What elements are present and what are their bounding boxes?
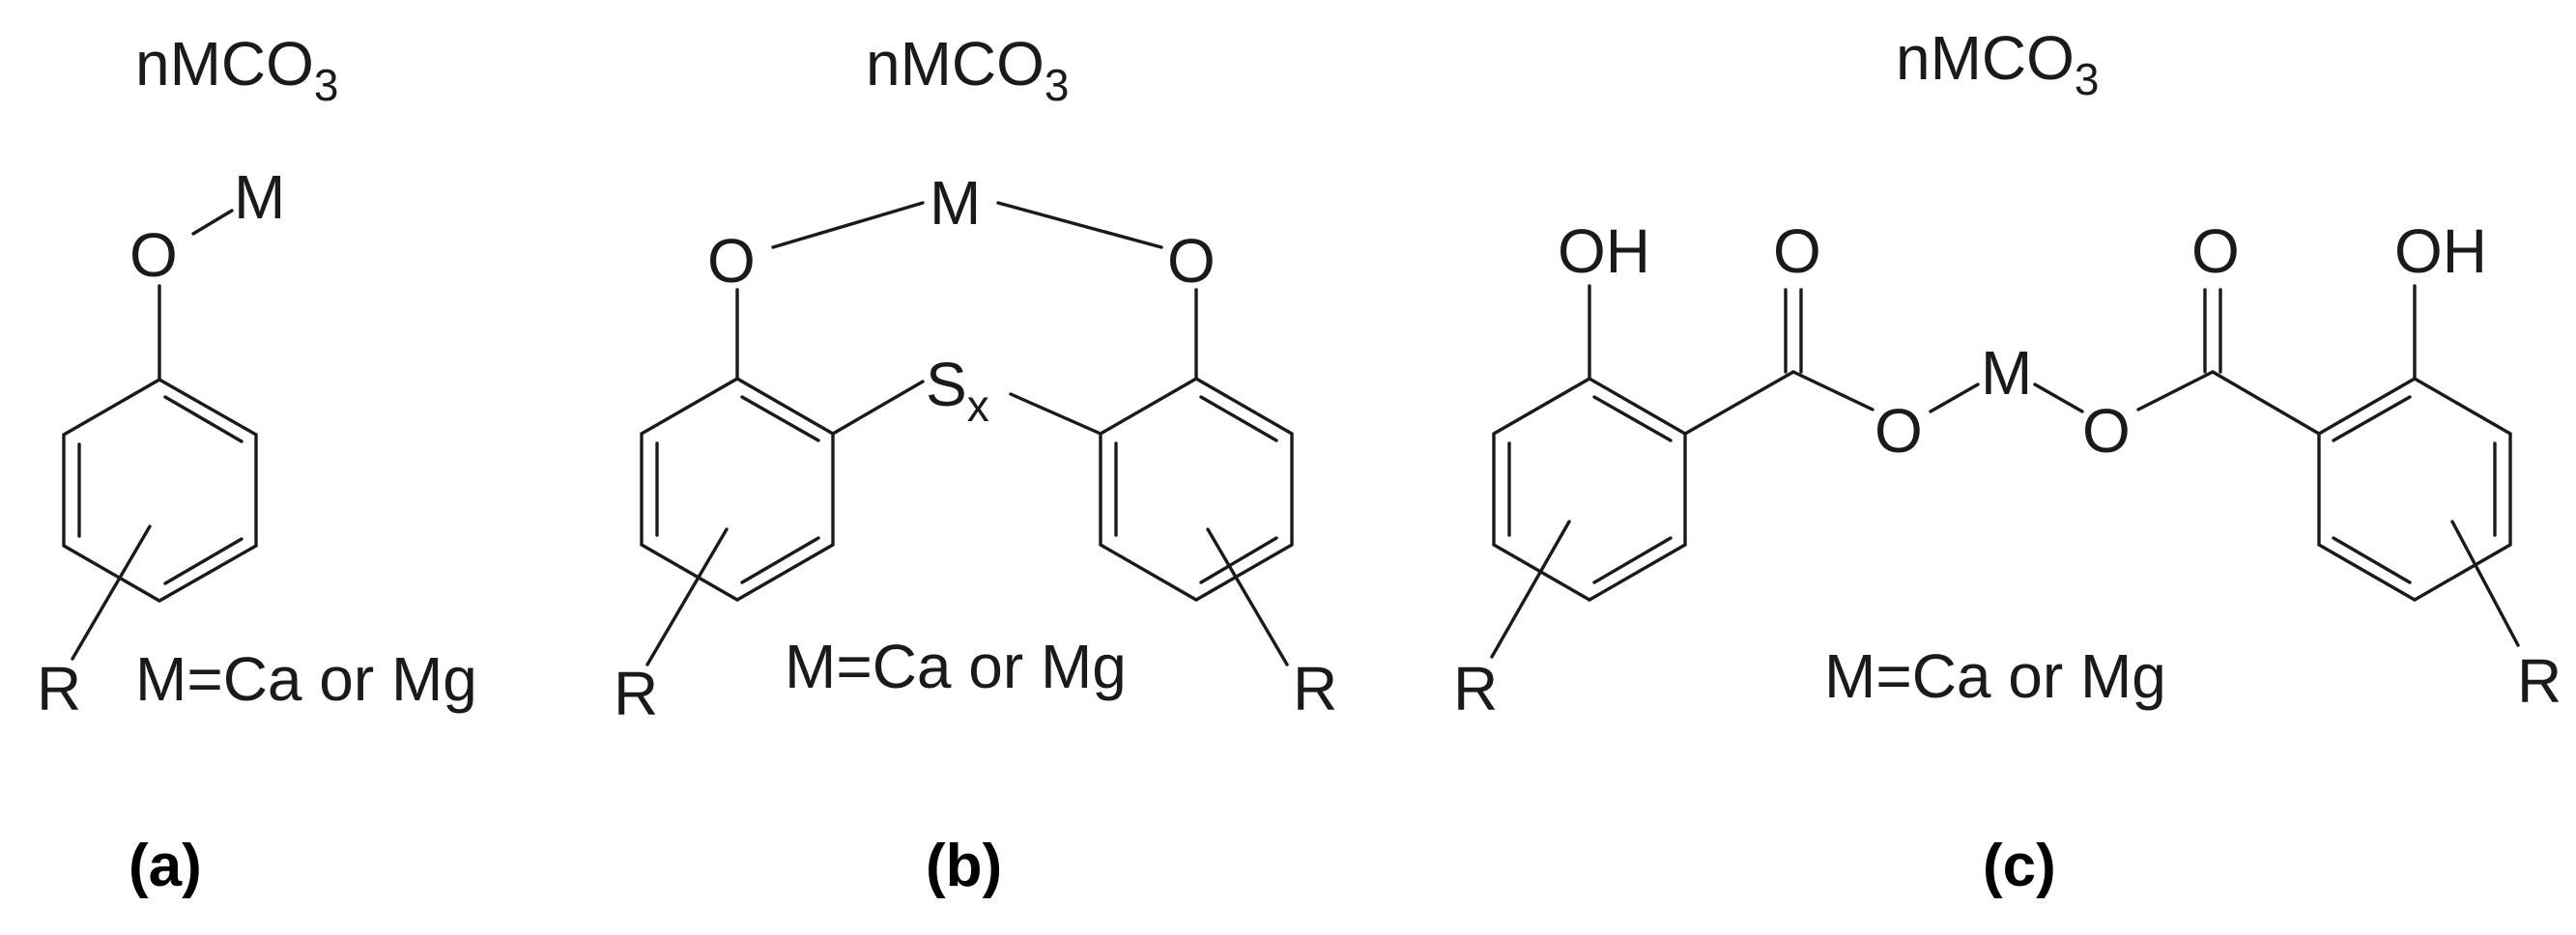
oxygen-atom-b-right: O — [1167, 226, 1216, 296]
bond-m-o-b-right — [996, 201, 1163, 249]
bond-s-ring-b-right — [1009, 392, 1102, 436]
ring-double-bond-b3 — [740, 536, 820, 584]
benzene-ring-a — [62, 378, 258, 603]
ring-double-bond-c3 — [1592, 536, 1673, 584]
substituent-r-c-right: R — [2517, 646, 2562, 716]
substituent-r-a: R — [37, 654, 81, 723]
ring-double-bond-a1 — [163, 395, 243, 443]
bond-ring-r-c-right — [2450, 520, 2520, 647]
bond-ring-carbonyl-c-left — [1683, 370, 1795, 436]
panel-label-c: (c) — [1983, 833, 2056, 899]
ester-oxygen-c-left: O — [1875, 396, 1923, 466]
ring-double-bond-b1 — [740, 395, 820, 442]
bond-ring-r-a — [71, 524, 152, 661]
benzene-ring-b-right — [1099, 377, 1294, 602]
metal-atom-b: M — [930, 168, 981, 238]
benzene-ring-b-left — [640, 377, 835, 602]
bond-carbonyl-ester-c-left — [1791, 370, 1875, 411]
bond-ring-r-c-left — [1490, 520, 1571, 659]
sulfur-atom-b: Sx — [926, 350, 989, 431]
panel-label-a: (a) — [129, 833, 202, 899]
bond-o-m-a — [191, 209, 234, 236]
metal-atom-c: M — [1981, 338, 2032, 408]
benzene-ring-c-right — [2317, 377, 2512, 602]
bond-o-m-c-left — [1929, 382, 1980, 413]
carbonate-formula-a: nMCO3 — [135, 29, 339, 110]
panel-b: nMCO3 M O O Sx R R M=Ca or Mg (b) — [614, 29, 1337, 899]
panel-label-b: (b) — [926, 833, 1002, 899]
oxygen-atom-b-left: O — [707, 226, 756, 296]
substituent-r-b-right: R — [1293, 654, 1337, 723]
ring-double-bond-a3 — [163, 537, 243, 585]
panel-a: nMCO3 M O R M=Ca or Mg (a) — [37, 29, 477, 899]
oxygen-atom-a: O — [129, 220, 178, 290]
bond-o-m-b-left — [771, 201, 925, 249]
ring-double-bond-b4 — [1199, 395, 1278, 442]
substituent-r-c-left: R — [1453, 654, 1498, 723]
metal-atom-a: M — [234, 162, 285, 232]
bond-carbonyl-ring-c-right — [2211, 370, 2321, 436]
bond-ester-carbonyl-c-right — [2136, 370, 2215, 411]
carbonate-formula-c: nMCO3 — [1896, 23, 2100, 104]
metal-note-a: M=Ca or Mg — [135, 644, 477, 714]
substituent-r-b-left: R — [614, 659, 658, 728]
carbonyl-oxygen-c-right: O — [2191, 216, 2240, 286]
panel-c: nMCO3 OH O O M O O OH R — [1453, 23, 2562, 899]
bond-ring-r-b-right — [1206, 527, 1289, 666]
ring-double-bond-c6 — [2332, 536, 2412, 584]
carbonate-formula-b: nMCO3 — [866, 29, 1070, 110]
ring-double-bond-c4 — [2332, 395, 2412, 442]
bond-ring-r-b-left — [645, 527, 729, 666]
ring-double-bond-b6 — [1199, 536, 1278, 584]
carbonyl-oxygen-c-left: O — [1773, 216, 1821, 286]
ester-oxygen-c-right: O — [2082, 396, 2131, 466]
hydroxyl-c-left: OH — [1558, 216, 1650, 286]
benzene-ring-c-left — [1492, 377, 1687, 602]
metal-note-b: M=Ca or Mg — [785, 632, 1127, 701]
hydroxyl-c-right: OH — [2394, 216, 2487, 286]
ring-double-bond-c1 — [1592, 395, 1673, 442]
bond-ring-s-b-left — [831, 380, 925, 436]
metal-note-c: M=Ca or Mg — [1824, 641, 2166, 711]
bond-m-o-c-right — [2033, 382, 2084, 413]
